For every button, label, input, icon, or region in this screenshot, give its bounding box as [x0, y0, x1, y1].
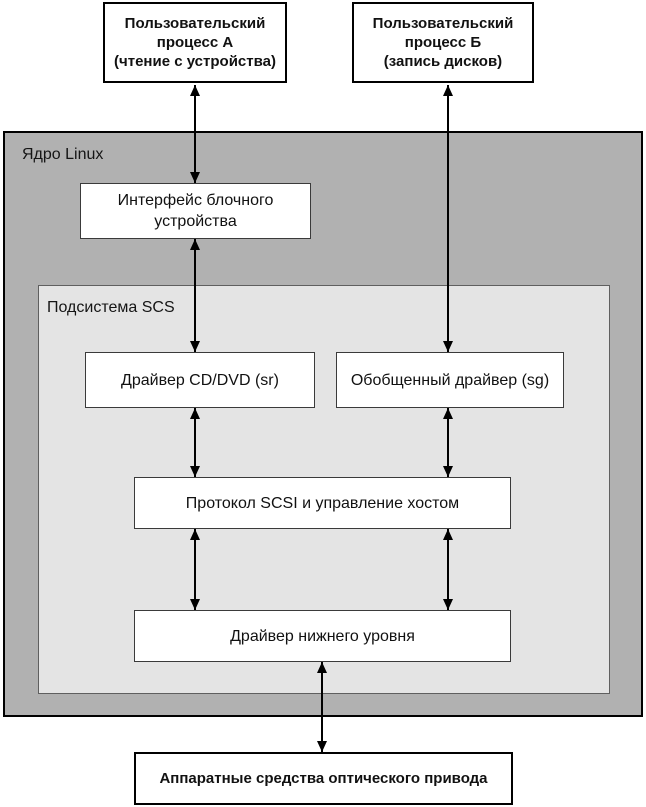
- arrow-block-interface-sr-driver: [190, 239, 200, 352]
- arrow-scsi-protocol-low-level-right: [443, 529, 453, 610]
- sr-driver-box: Драйвер CD/DVD (sr): [85, 352, 315, 408]
- arrow-process-a-block-interface: [190, 85, 200, 183]
- optical-hardware-box: Аппаратные средства оптического привода: [134, 752, 513, 805]
- kernel-zone-label: Ядро Linux: [22, 146, 104, 163]
- arrow-scsi-protocol-low-level-left: [190, 529, 200, 610]
- arrow-sg-driver-scsi-protocol: [443, 408, 453, 477]
- process-a-box: Пользовательский процесс А (чтение с уст…: [103, 2, 287, 83]
- process-b-box: Пользовательский процесс Б (запись диско…: [352, 2, 534, 83]
- arrow-process-b-sg-driver: [443, 85, 453, 352]
- arrow-sr-driver-scsi-protocol: [190, 408, 200, 477]
- sg-driver-box: Обобщенный драйвер (sg): [336, 352, 564, 408]
- low-level-driver-box: Драйвер нижнего уровня: [134, 610, 511, 662]
- block-interface-box: Интерфейс блочного устройства: [80, 183, 311, 239]
- scsi-protocol-box: Протокол SCSI и управление хостом: [134, 477, 511, 529]
- scsi-subsystem-zone-label: Подсистема SCS: [47, 299, 175, 316]
- arrow-low-level-optical-hardware: [317, 662, 327, 752]
